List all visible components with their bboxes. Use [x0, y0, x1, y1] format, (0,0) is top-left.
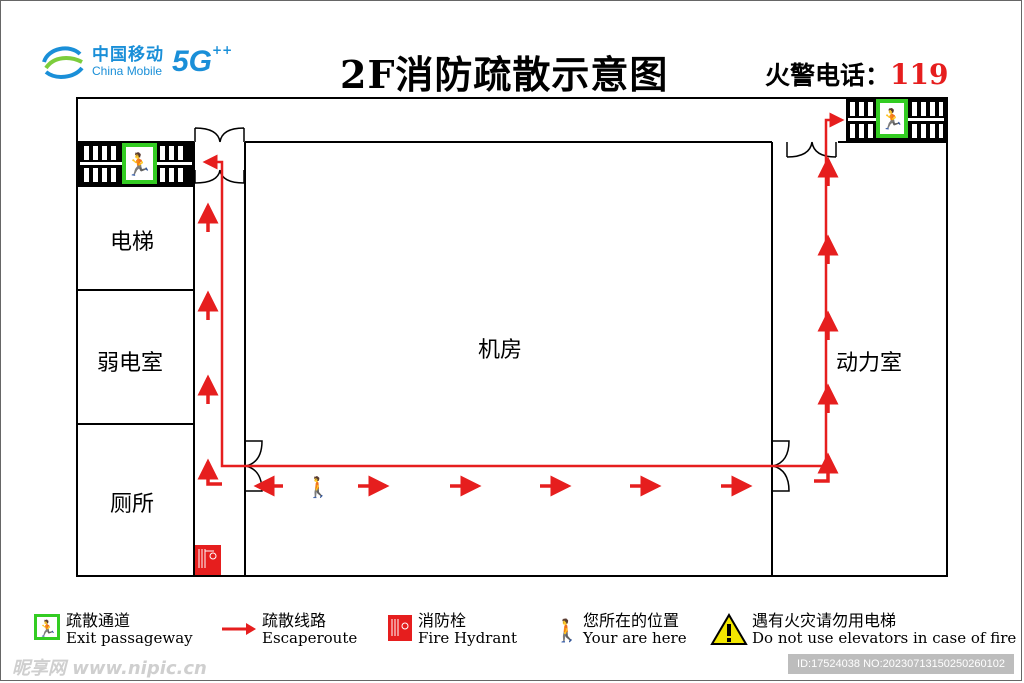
- svg-text:🚶: 🚶: [555, 618, 579, 644]
- arrow-right-icon: [222, 623, 256, 635]
- hotline-label: 火警电话：: [765, 61, 891, 90]
- escape-route: [202, 112, 845, 468]
- room-power: 动力室: [836, 351, 903, 376]
- fire-hydrant-icon: [195, 545, 221, 575]
- doors: [194, 127, 837, 492]
- brand-en: China Mobile: [92, 64, 163, 78]
- hotline-number: 119: [890, 58, 949, 91]
- brand-5g: 5G: [172, 45, 213, 78]
- fire-hotline: 火警电话：119: [765, 56, 948, 92]
- china-mobile-logo: 中国移动 China Mobile 5G ++: [40, 42, 232, 82]
- page-title: 2F消防疏散示意图: [340, 52, 669, 97]
- brand-cn: 中国移动: [92, 45, 164, 65]
- exit-sign-icon: 🏃: [125, 152, 152, 178]
- svg-text:🏃: 🏃: [37, 619, 57, 638]
- room-machine: 机房: [478, 338, 523, 363]
- svg-text:🏃: 🏃: [880, 107, 905, 131]
- room-elevator: 电梯: [110, 230, 155, 255]
- china-mobile-swirl-icon: [42, 46, 84, 79]
- room-toilet: 厕所: [110, 492, 155, 517]
- warning-triangle-icon: [710, 613, 748, 645]
- room-weak-power: 弱电室: [97, 351, 164, 376]
- exit-sign-icon: 🏃: [34, 614, 60, 640]
- left-stairs: 🏃: [78, 143, 194, 186]
- watermark: 昵享网 www.nipic.cn: [12, 658, 207, 679]
- fire-hydrant-icon: [388, 615, 412, 641]
- image-id-box: ID:17524038 NO:20230713150250260102: [788, 654, 1014, 674]
- you-are-here-icon: 🚶: [555, 618, 579, 644]
- you-are-here-icon: 🚶: [306, 475, 331, 499]
- direction-arrows: [197, 156, 839, 497]
- brand-plus: ++: [212, 43, 233, 57]
- right-stairs: 🏃: [846, 98, 947, 141]
